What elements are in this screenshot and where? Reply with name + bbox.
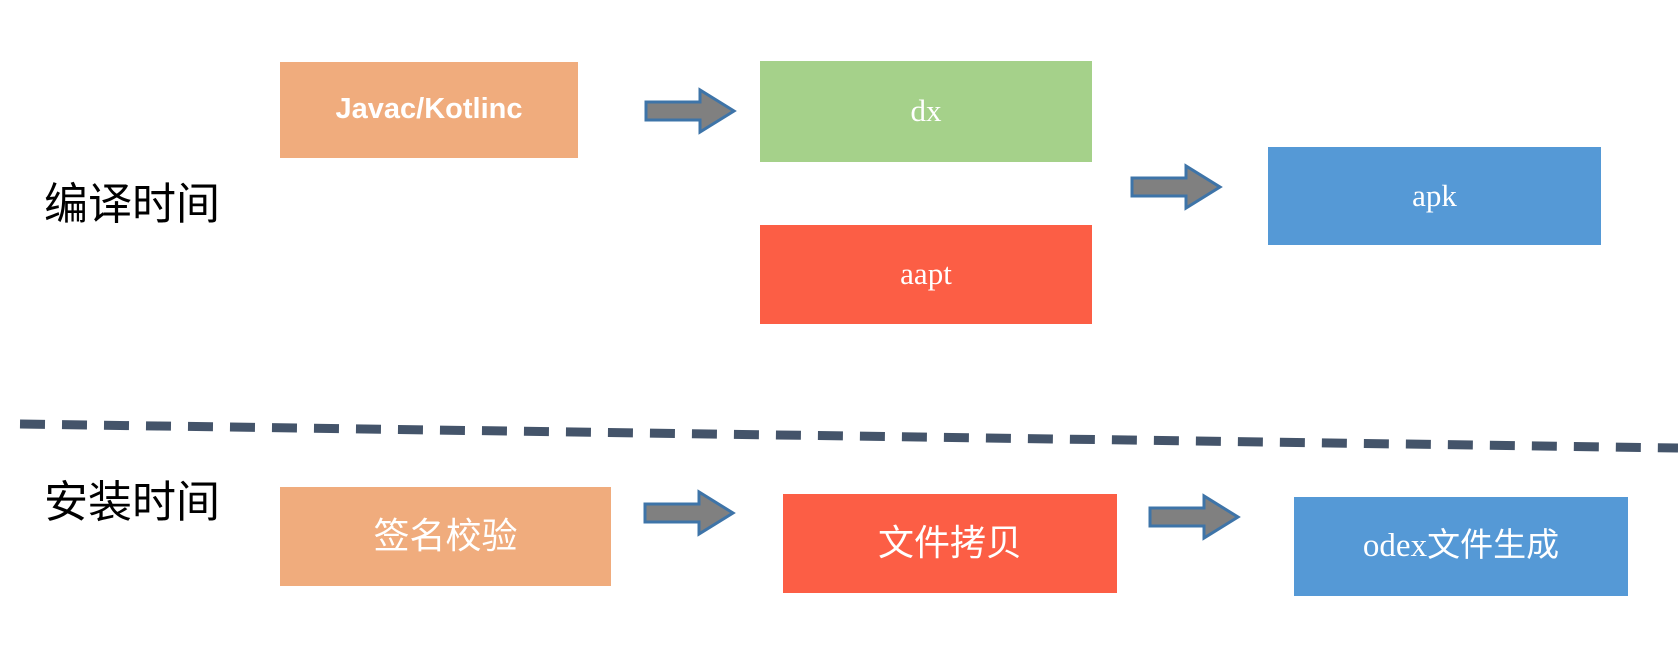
phase-label-install-time: 安装时间 (44, 478, 220, 527)
process-box-aapt[interactable]: aapt (760, 225, 1092, 324)
process-box-label: odex文件生成 (1362, 528, 1560, 565)
process-box-label: 文件拷贝 (877, 522, 1022, 563)
phase-label-compile-time: 编译时间 (44, 180, 220, 229)
process-box-odex-generate[interactable]: odex文件生成 (1294, 497, 1628, 596)
process-box-label: Javac/Kotlinc (335, 93, 523, 126)
process-box-file-copy[interactable]: 文件拷贝 (783, 494, 1117, 593)
process-box-signature-verify[interactable]: 签名校验 (280, 487, 611, 586)
arrow-signature-verify-to-file-copy (643, 489, 736, 537)
process-box-javac-kotlinc[interactable]: Javac/Kotlinc (280, 62, 578, 158)
process-box-label: apk (1412, 177, 1457, 213)
process-box-label: 签名校验 (373, 515, 518, 556)
process-box-apk[interactable]: apk (1268, 147, 1601, 245)
arrow-javac-to-dx (644, 87, 737, 135)
process-box-dx[interactable]: dx (760, 61, 1092, 162)
process-box-label: aapt (900, 256, 952, 292)
arrow-file-copy-to-odex-generate (1148, 493, 1241, 541)
process-box-label: dx (910, 93, 942, 129)
arrow-dx-to-apk (1130, 163, 1223, 211)
